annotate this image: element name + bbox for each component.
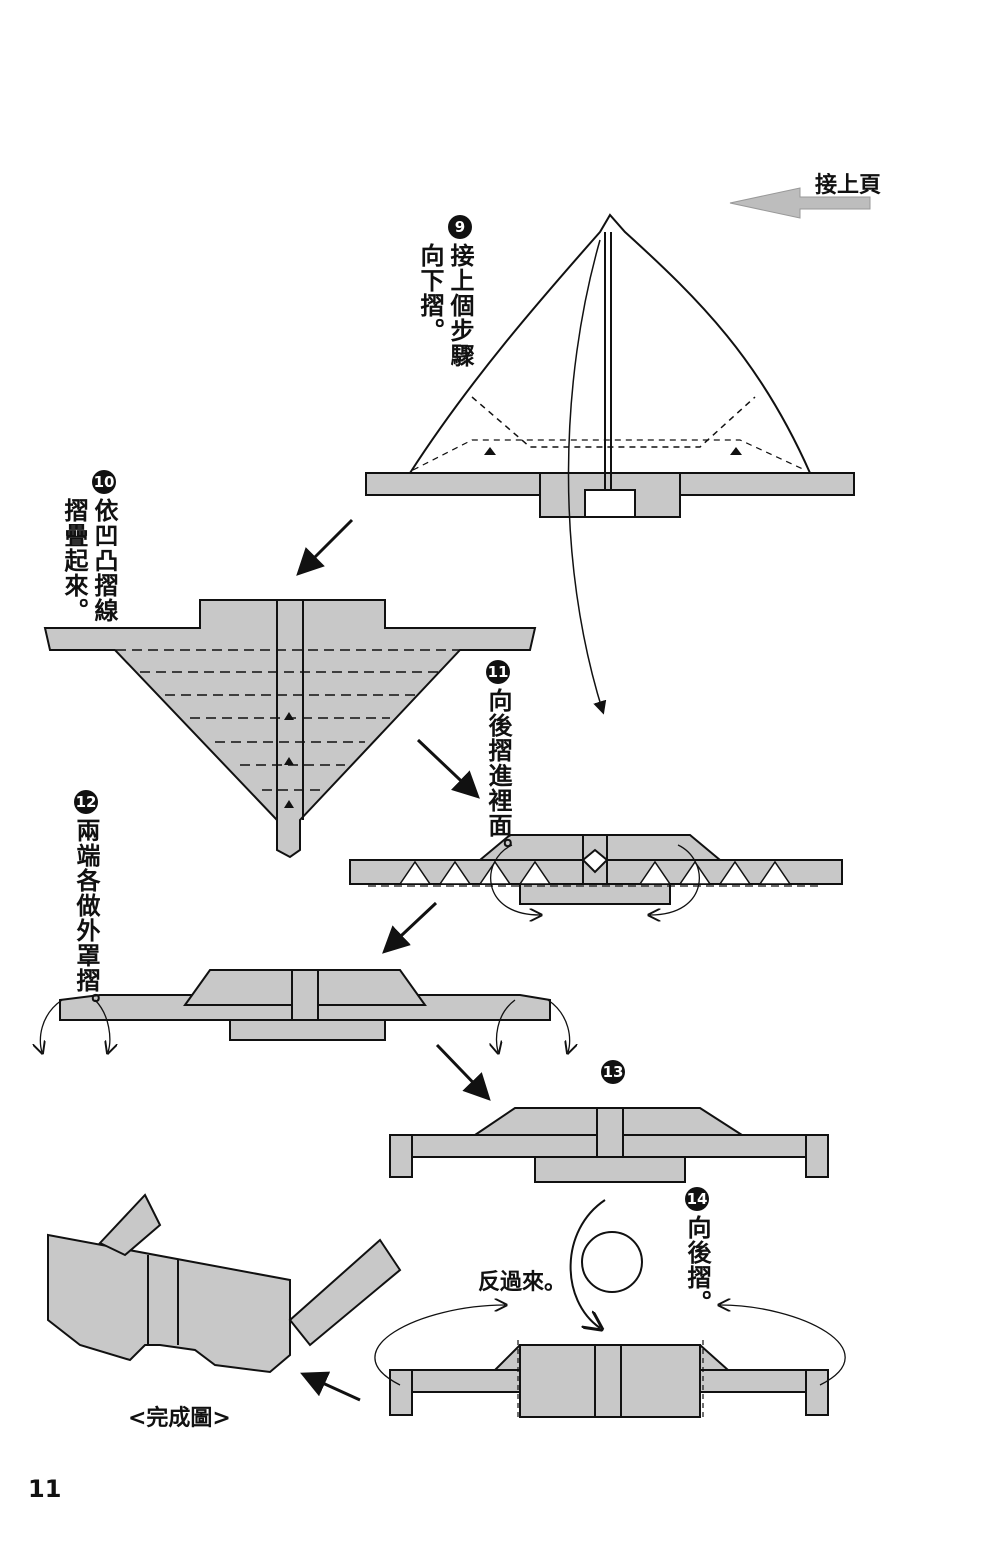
step-9-instruction: 9 接上個步驟 向下摺。 <box>416 215 474 368</box>
step-11-text: 向後摺進裡面。 <box>484 688 512 863</box>
step-14-number: 14 <box>685 1187 709 1211</box>
step-12-figure <box>40 969 569 1052</box>
continue-arrow <box>729 187 871 219</box>
step-10-number: 10 <box>92 470 116 494</box>
step-11-figure <box>349 834 843 915</box>
step-14-figure <box>374 1305 846 1420</box>
sequence-arrow <box>382 901 438 954</box>
step-10-text-line-1: 依凹凸摺線 <box>90 498 118 623</box>
step-9-text-line-1: 接上個步驟 <box>446 243 474 368</box>
step-13-number: 13 <box>601 1060 625 1084</box>
flip-label: 反過來。 <box>478 1270 567 1295</box>
step-12-text: 兩端各做外罩摺。 <box>72 818 100 1018</box>
step-11-number: 11 <box>486 660 510 684</box>
step-13-instruction: 13 <box>601 1060 625 1088</box>
step-10-figure <box>43 599 537 859</box>
step-10-instruction: 10 依凹凸摺線 摺疊起來。 <box>60 470 118 628</box>
step-10-text-line-2: 摺疊起來。 <box>60 498 88 623</box>
sequence-arrow <box>300 1371 361 1402</box>
step-9-text-line-2: 向下摺。 <box>416 243 444 343</box>
continue-label: 接上頁 <box>815 173 882 198</box>
finished-glasses-figure <box>47 1193 402 1374</box>
step-12-number: 12 <box>74 790 98 814</box>
step-9-figure <box>365 213 855 518</box>
step-14-text: 向後摺。 <box>683 1215 711 1315</box>
step-12-instruction: 12 兩端各做外罩摺。 <box>72 790 100 1018</box>
step-11-instruction: 11 向後摺進裡面。 <box>484 660 512 863</box>
sequence-arrow <box>416 738 480 799</box>
step-9-number: 9 <box>448 215 472 239</box>
flip-symbol <box>569 1199 643 1328</box>
step-13-figure <box>389 1107 829 1183</box>
page-number: 11 <box>28 1475 62 1503</box>
step-9-fold-arrow <box>567 239 607 715</box>
sequence-arrow <box>435 1043 491 1101</box>
finished-label: <完成圖> <box>128 1406 231 1431</box>
step-14-instruction: 14 向後摺。 <box>683 1187 711 1315</box>
sequence-arrow <box>296 518 354 576</box>
